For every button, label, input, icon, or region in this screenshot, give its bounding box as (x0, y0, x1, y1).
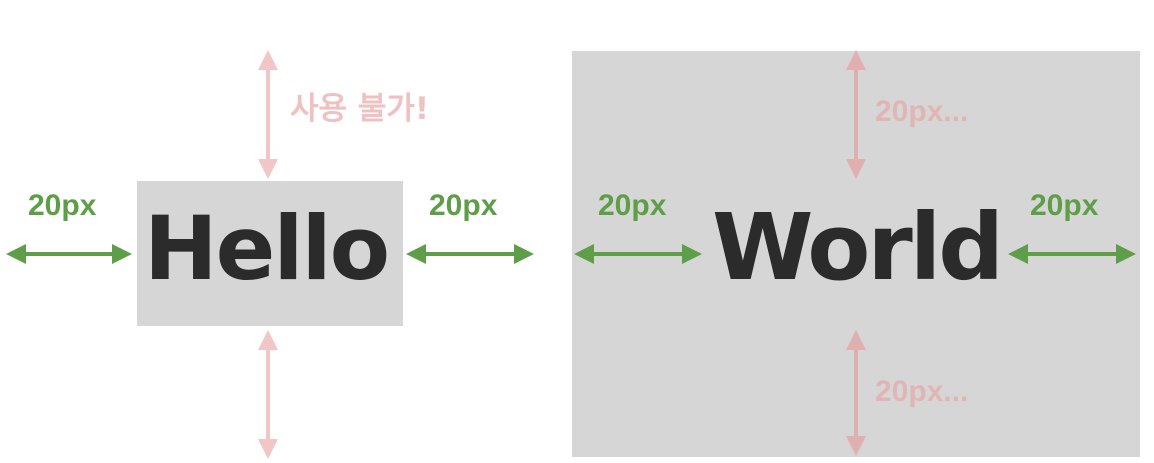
hello-word: Hello (144, 197, 390, 300)
world-margin-bottom-label: 20px... (875, 375, 969, 408)
world-margin-left-label: 20px (598, 189, 667, 222)
hello-inline-box (137, 181, 403, 326)
hello-vertical-unavailable-label: 사용 불가! (290, 91, 430, 127)
world-margin-top-label: 20px... (875, 95, 969, 128)
hello-margin-left-label: 20px (28, 189, 97, 222)
world-margin-right-label: 20px (1030, 189, 1099, 222)
hello-margin-right-label: 20px (429, 189, 498, 222)
world-word: World (712, 194, 1004, 301)
